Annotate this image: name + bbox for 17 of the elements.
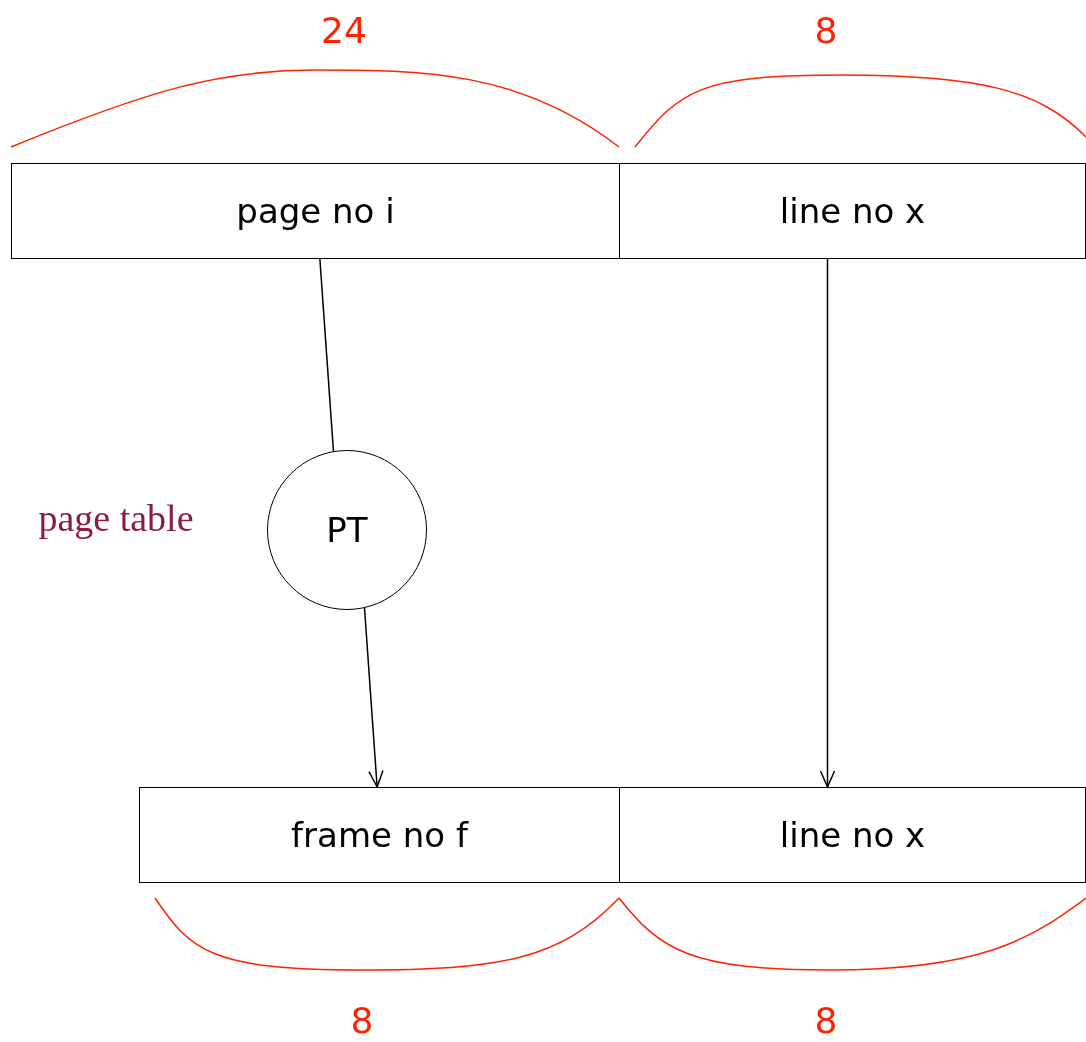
bit-width-label: 24 [321,9,367,51]
address-field [11,163,620,259]
address-field [139,787,620,883]
connector-line [319,258,335,452]
field-label: frame no f [291,815,468,855]
field-label: PT [326,510,368,550]
arrow [363,607,384,788]
annotation-label: page table [38,496,194,540]
field-label: line no x [779,191,926,231]
field-label: page no i [236,191,395,231]
bit-width-label: 8 [350,999,374,1041]
bit-width-label: 8 [814,999,838,1041]
address-field [619,163,1086,259]
bit-width-label: 8 [814,9,838,51]
address-field [619,787,1086,883]
arrow [819,258,836,788]
field-label: line no x [779,815,926,855]
